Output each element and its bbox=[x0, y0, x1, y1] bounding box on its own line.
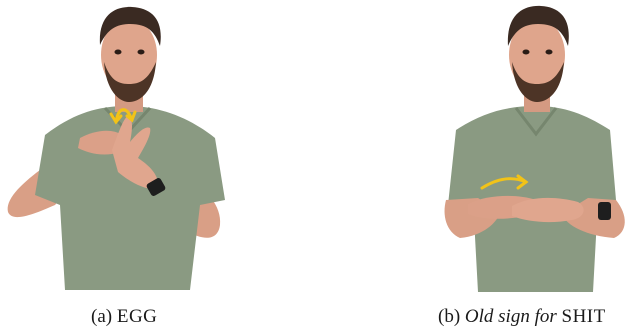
beard bbox=[512, 62, 564, 102]
eye-right bbox=[137, 49, 145, 55]
right-hand bbox=[512, 197, 584, 223]
eye-left bbox=[114, 49, 122, 55]
signer-photo-a bbox=[7, 6, 225, 290]
curved-arrow-right-icon bbox=[480, 174, 529, 190]
signer-photo-b bbox=[444, 5, 625, 292]
wristwatch bbox=[598, 202, 611, 220]
hair bbox=[99, 6, 161, 46]
eye-right bbox=[545, 49, 553, 55]
caption-b-italic: Old sign for bbox=[464, 306, 557, 327]
beard bbox=[104, 62, 156, 102]
hair bbox=[507, 5, 569, 46]
face bbox=[101, 18, 157, 92]
shirt bbox=[35, 106, 225, 290]
wristwatch bbox=[146, 178, 166, 196]
caption-a: (a) EGG bbox=[91, 307, 157, 326]
figure-panel-b: (b) Old sign for SHIT bbox=[438, 0, 631, 334]
caption-a-label: (a) bbox=[91, 306, 113, 327]
right-hand bbox=[112, 116, 159, 190]
figure-panel-a: (a) EGG bbox=[0, 0, 232, 334]
caption-a-gloss: EGG bbox=[116, 306, 158, 327]
caption-b: (b) Old sign for SHIT bbox=[438, 307, 606, 326]
face bbox=[509, 18, 565, 92]
double-headed-arrow-icon bbox=[109, 108, 137, 125]
eye-left bbox=[522, 49, 530, 55]
caption-b-label: (b) bbox=[438, 306, 461, 327]
shirt-collar bbox=[514, 107, 558, 137]
caption-b-gloss: SHIT bbox=[561, 306, 606, 327]
